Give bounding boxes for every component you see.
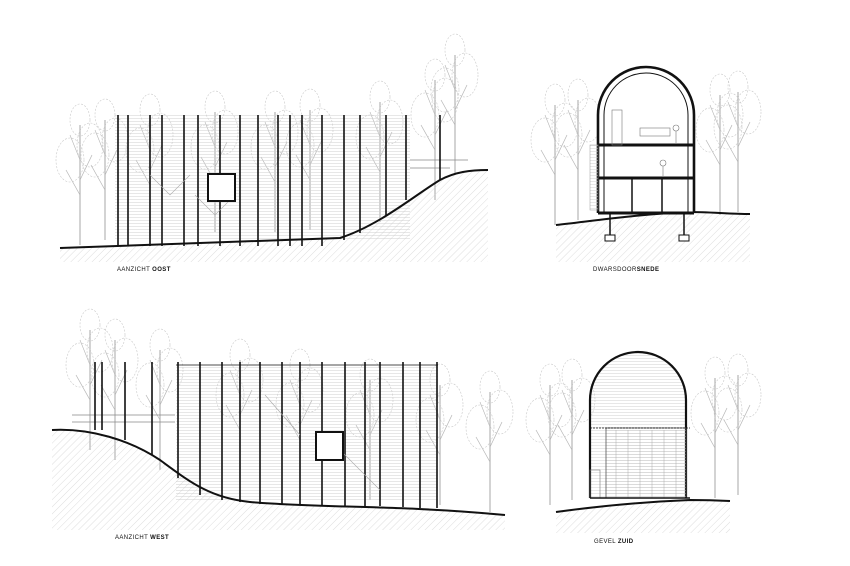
- caption-east-elevation: AANZICHT OOST: [117, 267, 171, 273]
- cross-section: [530, 65, 762, 262]
- south-elevation: [525, 350, 762, 533]
- east-elevation: [55, 33, 489, 262]
- south-ground-line: [555, 498, 731, 513]
- caption-west-elevation: AANZICHT WEST: [115, 535, 170, 541]
- west-facade-cladding: [176, 365, 438, 500]
- east-facade-cladding: [115, 113, 410, 240]
- west-facade-columns: [94, 362, 438, 508]
- west-elevation: [51, 308, 514, 530]
- caption-cross-section: DWARSDOORSNEDE: [593, 267, 660, 273]
- east-facade-columns: [117, 115, 441, 246]
- south-timber-panel: [605, 427, 687, 499]
- east-ground-line: [59, 169, 489, 249]
- section-arched-shell: [596, 65, 696, 213]
- west-ground-line: [51, 428, 506, 516]
- west-ground-hatch: [52, 429, 505, 530]
- caption-south-elevation: GEVEL ZUID: [594, 539, 634, 545]
- south-ground-hatch: [556, 500, 730, 533]
- west-window: [315, 431, 344, 461]
- section-ground-hatch: [556, 212, 750, 262]
- east-ground-hatch: [60, 170, 488, 262]
- east-window: [207, 173, 236, 202]
